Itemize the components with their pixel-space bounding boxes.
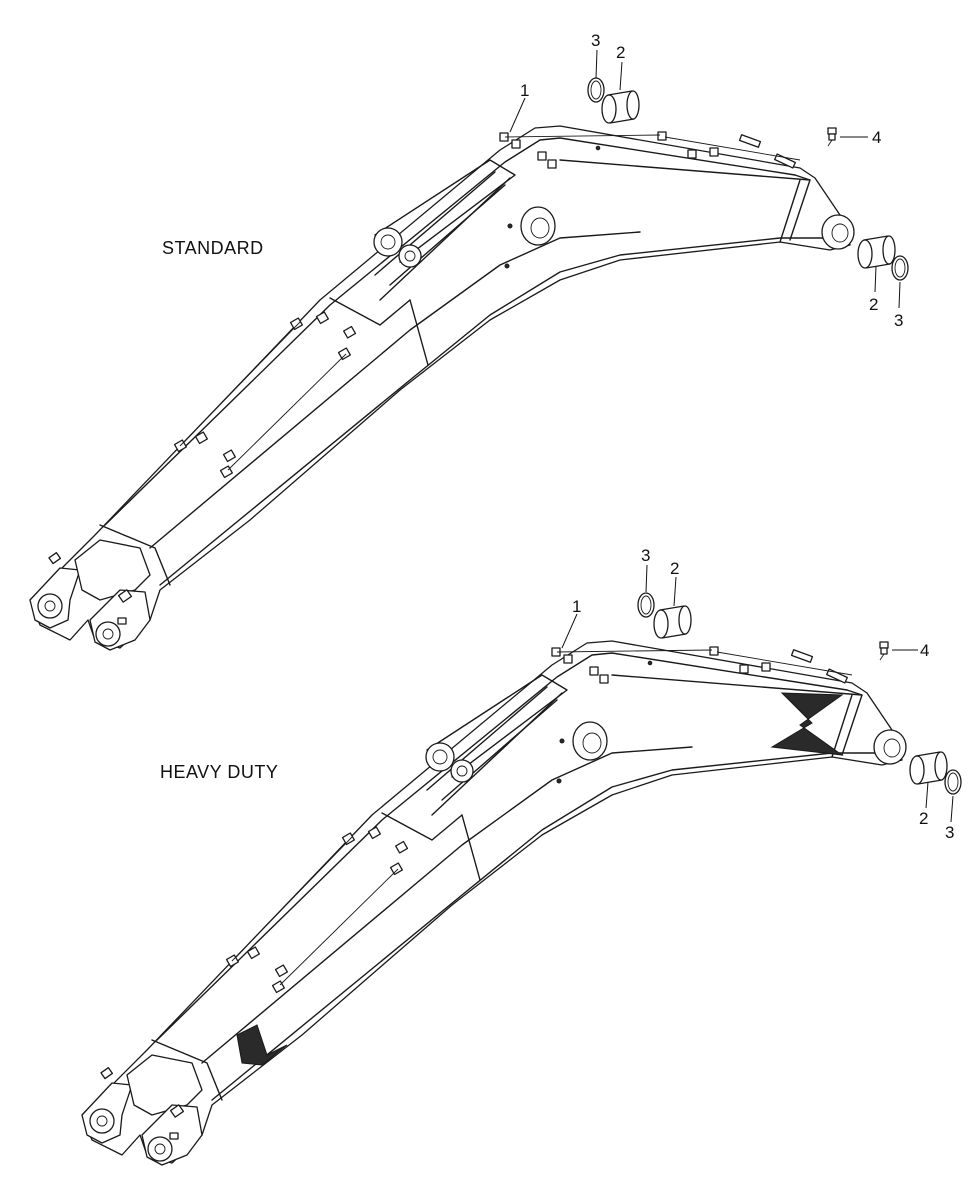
boom-part-1 <box>81 640 907 1166</box>
reinforcement-plate <box>236 1024 288 1066</box>
title-heavy-duty: HEAVY DUTY <box>160 762 278 782</box>
callout-2: 2 <box>919 809 928 828</box>
standard-boom <box>29 49 909 651</box>
callout-1: 1 <box>572 597 581 616</box>
fitting-part-4 <box>879 641 889 661</box>
callout-4: 4 <box>872 128 881 147</box>
boom-part-1 <box>29 125 855 651</box>
callout-3: 3 <box>945 823 954 842</box>
callout-3: 3 <box>591 31 600 50</box>
callout-4: 4 <box>920 641 929 660</box>
callout-2: 2 <box>616 43 625 62</box>
seal-part-3-top <box>587 77 605 103</box>
bushing-part-2-top <box>601 90 640 124</box>
fitting-part-4 <box>827 127 837 147</box>
heavy-duty-parts <box>561 564 962 823</box>
callout-2: 2 <box>869 295 878 314</box>
seal-part-3-top <box>637 592 655 618</box>
seal-part-3-side <box>891 255 909 281</box>
bushing-part-2-side <box>909 751 948 785</box>
bushing-part-2-top <box>653 605 692 639</box>
heavy-duty-boom <box>81 640 907 1166</box>
callout-3: 3 <box>641 546 650 565</box>
bushing-part-2-side <box>857 235 896 269</box>
callout-2: 2 <box>670 559 679 578</box>
seal-part-3-side <box>944 769 962 795</box>
callout-1: 1 <box>520 81 529 100</box>
callout-3: 3 <box>894 311 903 330</box>
title-standard: STANDARD <box>162 238 264 258</box>
reinforcement-plate <box>770 692 844 756</box>
